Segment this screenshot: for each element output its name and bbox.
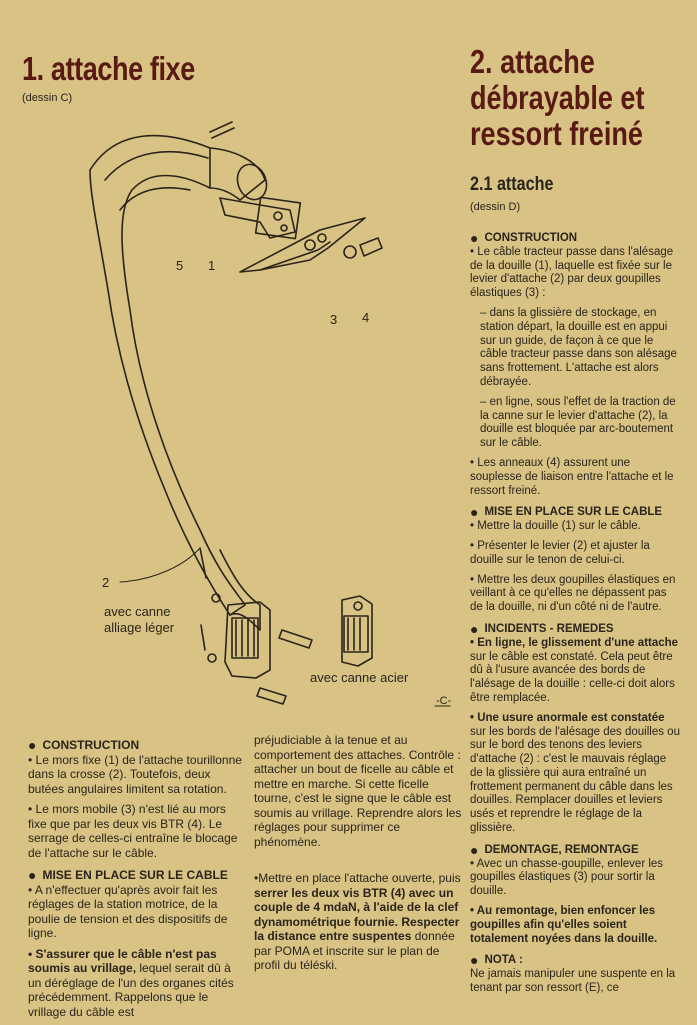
text-block: • Avec un chasse-goupille, enlever les g… bbox=[470, 857, 664, 898]
label-4: 4 bbox=[362, 310, 369, 325]
text-block: • Une usure anormale est constatée sur l… bbox=[470, 711, 680, 835]
mors-fixe bbox=[219, 197, 296, 239]
left-column-2: préjudiciable à la tenue et au comportem… bbox=[254, 733, 462, 979]
page-title-left: 1. attache fixe bbox=[22, 50, 195, 87]
technical-drawing-c: 5 1 3 4 2 avec canne alliage léger avec … bbox=[89, 121, 452, 707]
heading-mise-en-place-left: ●MISE EN PLACE SUR LE CABLE bbox=[28, 867, 228, 883]
heading-construction-right: ●CONSTRUCTION bbox=[470, 230, 578, 246]
bullet-icon: ● bbox=[28, 737, 37, 753]
text-block: •Mettre en place l'attache ouverte, puis… bbox=[254, 871, 461, 972]
text-block: • En ligne, le glissement d'une attache … bbox=[470, 636, 679, 704]
subtitle-left: (dessin C) bbox=[22, 92, 73, 104]
label-1: 1 bbox=[208, 258, 215, 273]
bullet-icon: ● bbox=[470, 504, 479, 521]
caption-light-1: avec canne bbox=[104, 604, 171, 619]
text-block: – dans la glissière de stockage, en stat… bbox=[480, 306, 677, 388]
section-subtitle: (dessin D) bbox=[470, 201, 521, 213]
right-column: ●CONSTRUCTION • Le câble tracteur passe … bbox=[470, 224, 680, 1002]
attache-acier bbox=[341, 595, 373, 667]
heading-nota: ●NOTA : bbox=[470, 952, 523, 969]
text-block: • Le mors fixe (1) de l'attache tourillo… bbox=[28, 752, 242, 796]
heading-incidents: ●INCIDENTS - REMEDES bbox=[470, 620, 614, 637]
figure-id: -C- bbox=[436, 695, 452, 707]
label-5: 5 bbox=[176, 258, 183, 273]
text-block: • Le mors mobile (3) n'est lié au mors f… bbox=[28, 802, 238, 860]
text-block: • A n'effectuer qu'après avoir fait les … bbox=[28, 882, 228, 941]
text-block: • Mettre les deux goupilles élastiques e… bbox=[470, 573, 676, 614]
text-block: – en ligne, sous l'effet de la traction … bbox=[480, 395, 676, 450]
attache-alliage bbox=[224, 601, 271, 679]
caption-steel: avec canne acier bbox=[310, 670, 409, 685]
bullet-icon: ● bbox=[470, 620, 479, 637]
caption-light-2: alliage léger bbox=[104, 620, 175, 635]
crosse-outline bbox=[89, 134, 246, 616]
bullet-icon: ● bbox=[470, 952, 479, 969]
page-title-right: 2. attache débrayable et ressort freiné bbox=[470, 43, 645, 152]
heading-construction-left: ●CONSTRUCTION bbox=[28, 737, 140, 753]
left-column-1: ●CONSTRUCTION • Le mors fixe (1) de l'at… bbox=[28, 730, 243, 1025]
text-block: Ne jamais manipuler une suspente en la t… bbox=[470, 968, 676, 995]
text-block: préjudiciable à la tenue et au comportem… bbox=[254, 733, 462, 849]
text-block: • Au remontage, bien enfoncer les goupil… bbox=[470, 905, 658, 945]
heading-mise-en-place-right: ●MISE EN PLACE SUR LE CABLE bbox=[470, 504, 663, 521]
mors-mobile bbox=[239, 217, 366, 273]
label-2: 2 bbox=[102, 575, 109, 590]
text-block: • Mettre la douille (1) sur le câble. bbox=[470, 520, 641, 533]
label-3: 3 bbox=[330, 312, 337, 327]
text-block: • S'assurer que le câble n'est pas soumi… bbox=[28, 946, 234, 1019]
bullet-icon: ● bbox=[470, 230, 479, 246]
text-block: • Présenter le levier (2) et ajuster la … bbox=[470, 539, 650, 566]
heading-demontage: ●DEMONTAGE, REMONTAGE bbox=[470, 841, 639, 858]
bullet-icon: ● bbox=[470, 841, 479, 858]
text-block: • Les anneaux (4) assurent une souplesse… bbox=[470, 456, 674, 497]
section-title: 2.1 attache bbox=[470, 174, 554, 195]
bullet-icon: ● bbox=[28, 867, 37, 883]
text-block: • Le câble tracteur passe dans l'alésage… bbox=[470, 245, 674, 300]
